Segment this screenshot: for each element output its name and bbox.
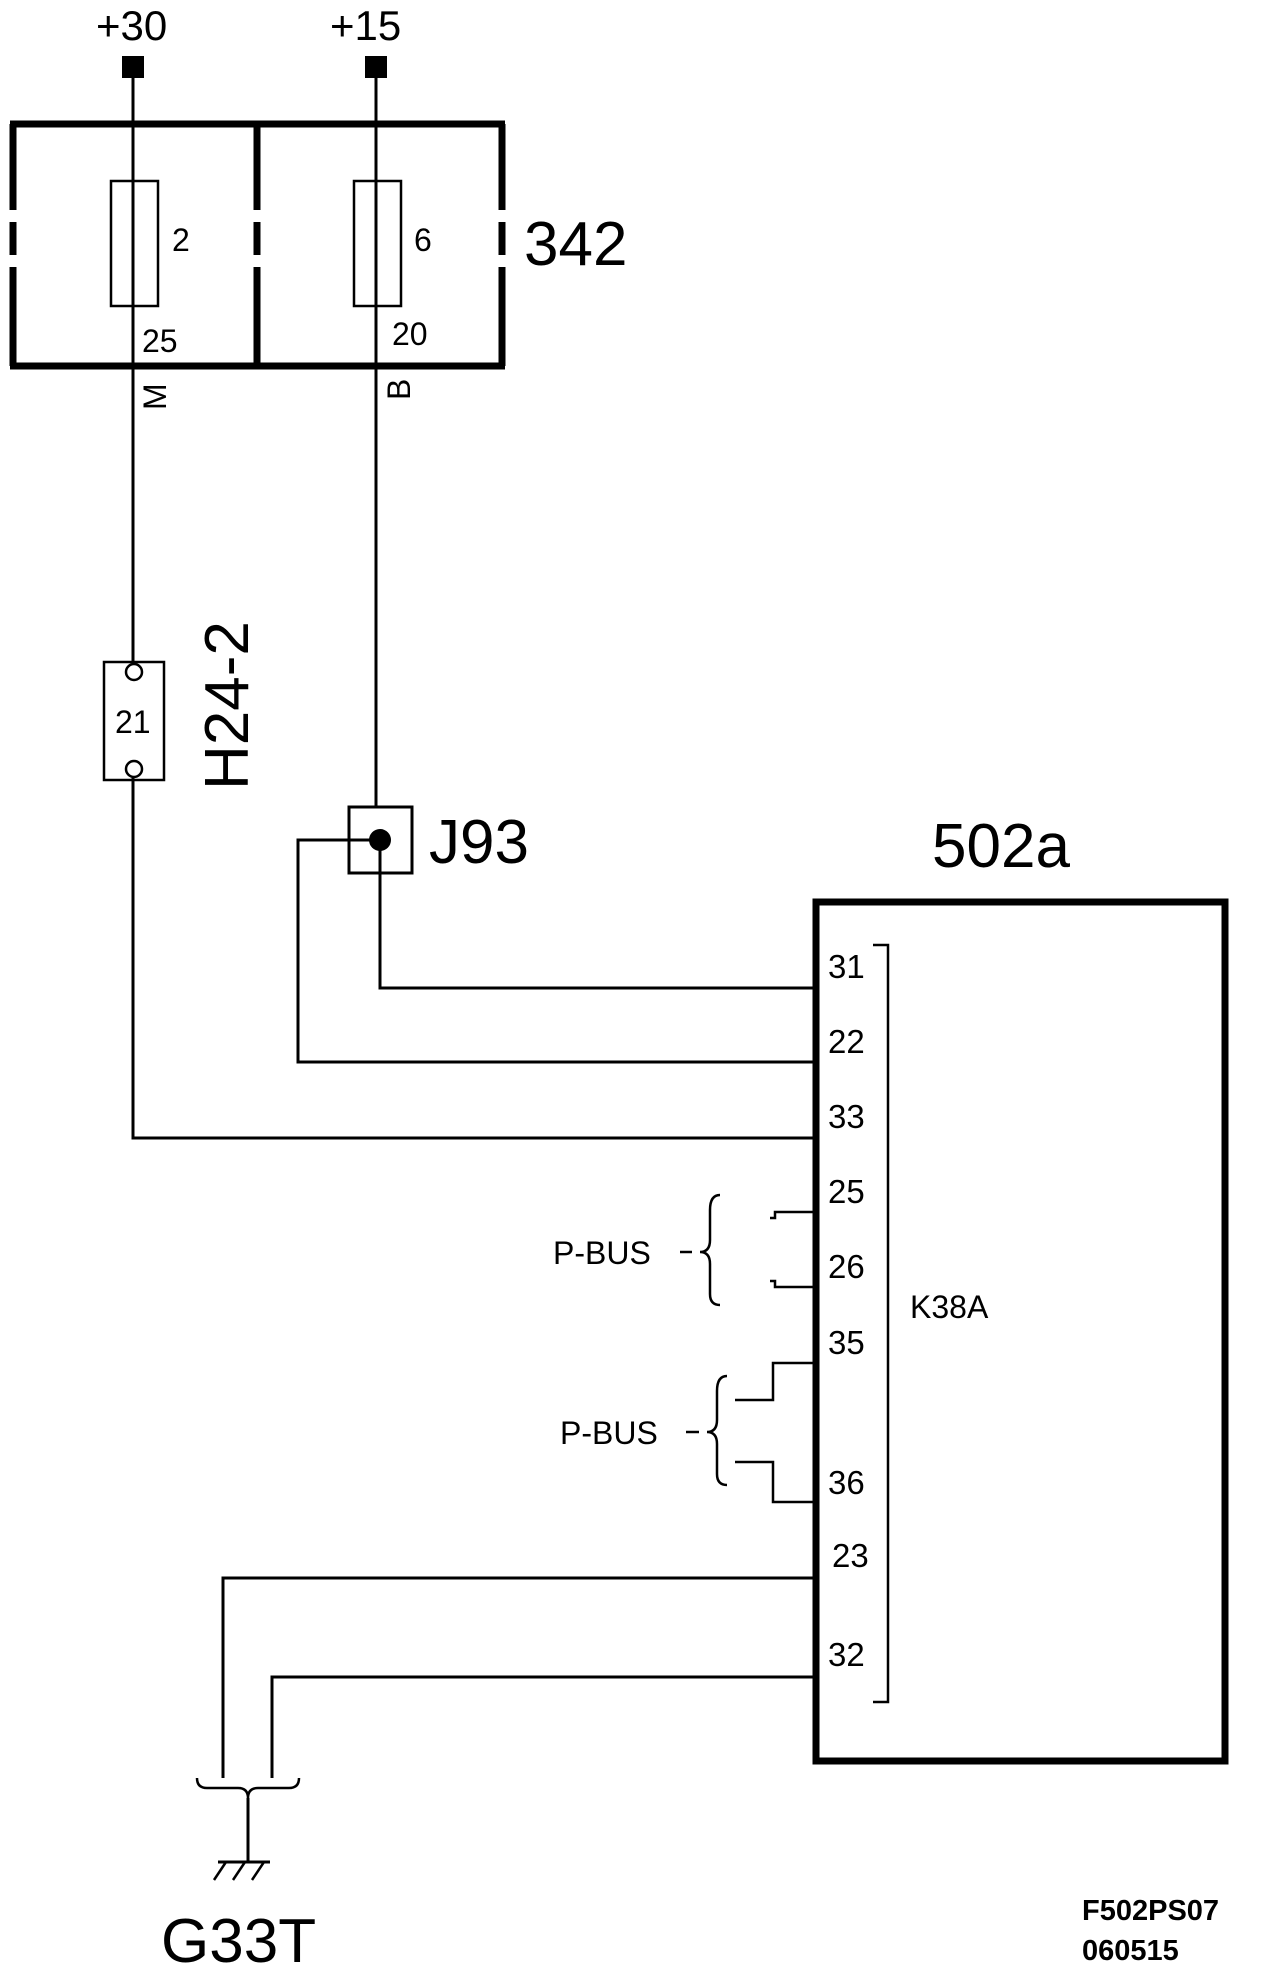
connector-h24-2-pin-bottom: [124, 759, 144, 779]
fusebox: [9, 120, 506, 370]
wire-to-pin-33: [131, 777, 818, 1140]
wire-color-m: M: [137, 383, 173, 410]
terminal-plus15-label: +15: [330, 2, 401, 49]
wire-to-pin-32: [270, 1675, 818, 1778]
footer-date: 060515: [1082, 1935, 1179, 1967]
pbus-label-1: P-BUS: [553, 1235, 651, 1271]
pin-label: 26: [828, 1248, 865, 1285]
connector-k38a-label: K38A: [910, 1289, 989, 1325]
wire-to-pin-23: [221, 1576, 818, 1778]
pin-label: 32: [828, 1636, 865, 1673]
pbus-label-2: P-BUS: [560, 1415, 658, 1451]
module-502a: [812, 898, 1229, 1765]
fusebox-id: 342: [524, 210, 627, 279]
ground-hatch: [231, 1861, 247, 1881]
wire-to-pin-22: [296, 838, 818, 1064]
pin-label: 33: [828, 1098, 865, 1135]
ground-hatch: [212, 1861, 228, 1881]
connector-h24-2-pin: 21: [115, 704, 151, 740]
connector-h24-2-label: H24-2: [193, 621, 262, 790]
pin-label: 35: [828, 1324, 865, 1361]
wire-color-b: B: [381, 379, 417, 400]
pbus-group-2: [686, 1361, 818, 1504]
fuse-6-number: 6: [414, 222, 432, 258]
connector-h24-2-pin-top: [124, 662, 144, 682]
ground-brace: [195, 1777, 301, 1799]
terminal-plus30: [122, 56, 144, 78]
fuse-2-number: 2: [172, 222, 190, 258]
terminal-plus30-label: +30: [96, 2, 167, 49]
wire-to-pin-31: [378, 840, 818, 990]
junction-j93-label: J93: [429, 808, 529, 877]
module-502a-label: 502a: [932, 812, 1070, 881]
pin-label: 25: [828, 1173, 865, 1210]
footer-code: F502PS07: [1082, 1895, 1219, 1927]
fuse-2-pin: 25: [142, 323, 178, 359]
terminal-plus15: [365, 56, 387, 78]
connector-k38a-bracket: [873, 943, 890, 1704]
pin-label: 36: [828, 1464, 865, 1501]
pin-label: 31: [828, 948, 865, 985]
pbus-group-1: [680, 1193, 818, 1307]
pin-label: 23: [832, 1537, 869, 1574]
fuse-6-pin: 20: [392, 316, 428, 352]
pin-label: 22: [828, 1023, 865, 1060]
ground-label: G33T: [161, 1907, 316, 1976]
ground-hatch: [250, 1861, 266, 1881]
